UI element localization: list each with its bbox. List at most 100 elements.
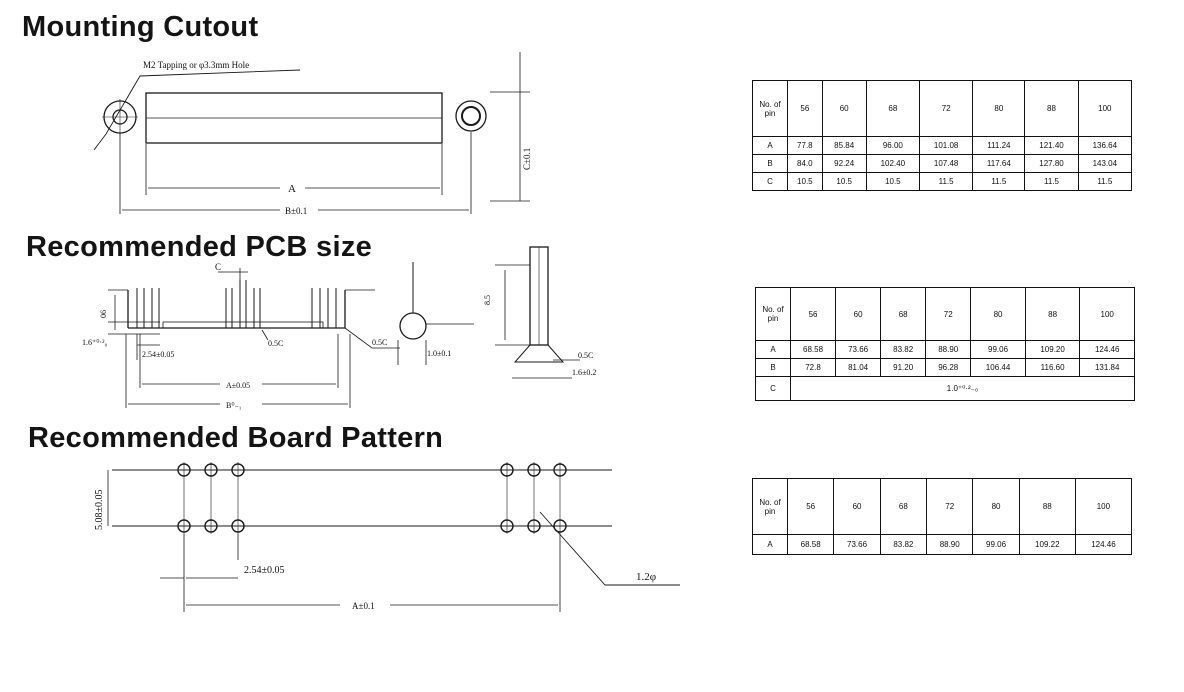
table-header-cell: 88 (1018, 478, 1076, 535)
table-cell: 83.82 (880, 340, 927, 359)
table-cell: 85.84 (821, 136, 867, 155)
table-cell: 88.90 (925, 340, 972, 359)
table-cell: 99.06 (970, 340, 1026, 359)
table-cell: 124.46 (1079, 340, 1135, 359)
table-row: A 68.58 73.66 83.82 88.90 99.06 109.20 1… (755, 340, 1135, 359)
table-cell: 109.20 (1024, 340, 1081, 359)
pcb-dim-1-0: 1.0±0.1 (427, 349, 451, 358)
table-cell: 127.80 (1024, 154, 1079, 173)
pcb-dim-pitch: 2.54±0.05 (142, 350, 174, 359)
table-cell: 81.04 (835, 358, 882, 377)
table-cell: 72.8 (789, 358, 837, 377)
pcb-chamfer-label-2: 0.5C (372, 338, 387, 347)
table-cell: 83.82 (879, 534, 928, 555)
table-header-cell: 60 (833, 478, 881, 535)
table-cell: C (755, 376, 791, 401)
table-header-cell: 100 (1077, 80, 1133, 137)
table-cell: 68.58 (786, 534, 835, 555)
board-pattern-holes (177, 463, 567, 533)
table-cell: B (752, 154, 788, 173)
table-row: C 1.0⁺⁰·²₋₀ (755, 376, 1135, 401)
table-cell: 11.5 (1077, 172, 1133, 191)
table-header-cell: 56 (787, 80, 823, 137)
table-cell: 10.5 (865, 172, 921, 191)
pattern-dim-row: 5.08±0.05 (94, 490, 105, 531)
table-row: B 84.0 92.24 102.40 107.48 117.64 127.80… (752, 154, 1133, 173)
table-row: A 68.58 73.66 83.82 88.90 99.06 109.22 1… (752, 534, 1133, 555)
mounting-label-c: C±0.1 (522, 148, 532, 170)
right-mount-hole-icon (455, 100, 487, 132)
pcb-label-b: B⁰₋₁ (226, 401, 242, 410)
table-cell: 131.84 (1079, 358, 1135, 377)
table-header-cell: 56 (786, 478, 835, 535)
pcb-dim-8-5: 8.5 (483, 295, 492, 305)
pcb-chamfer-label-3: 0.5C (578, 351, 593, 360)
table-cell: 11.5 (972, 172, 1026, 191)
table-header-row: No. of pin 56 60 68 72 80 88 100 (752, 478, 1133, 535)
table-cell: 96.28 (925, 358, 972, 377)
table-cell: 10.5 (787, 172, 823, 191)
pin-section-icon (399, 312, 427, 340)
mounting-dimensions-table: No. of pin 56 60 68 72 80 88 100 A 77.8 … (752, 80, 1133, 191)
table-header-cell: 80 (972, 478, 1020, 535)
mounting-note-label: M2 Tapping or φ3.3mm Hole (143, 60, 249, 70)
pattern-dim-pitch: 2.54±0.05 (244, 565, 285, 576)
pcb-dim-1-6: 1.6±0.2 (572, 368, 596, 377)
mounting-cutout-drawing (93, 52, 530, 214)
table-header-cell: 68 (880, 287, 927, 341)
table-cell: 92.24 (821, 154, 867, 173)
table-cell: 106.44 (970, 358, 1026, 377)
table-cell: 111.24 (972, 136, 1026, 155)
table-cell: 117.64 (972, 154, 1026, 173)
pattern-dim-a: A±0.1 (352, 601, 375, 611)
mounting-label-b: B±0.1 (285, 206, 307, 216)
table-cell: 109.22 (1018, 534, 1076, 555)
table-cell: 102.40 (865, 154, 921, 173)
table-cell: 73.66 (833, 534, 881, 555)
table-header-cell: 88 (1024, 80, 1079, 137)
table-header-cell: 68 (865, 80, 921, 137)
table-cell: 107.48 (918, 154, 974, 173)
table-header-cell: 72 (918, 80, 974, 137)
pattern-dimensions-table: No. of pin 56 60 68 72 80 88 100 A 68.58… (752, 478, 1133, 555)
table-header-cell: 56 (789, 287, 837, 341)
table-header-row: No. of pin 56 60 68 72 80 88 100 (755, 287, 1135, 341)
table-cell: 11.5 (918, 172, 974, 191)
table-header-cell: 72 (926, 478, 974, 535)
table-header-cell: 72 (925, 287, 972, 341)
board-pattern-drawing (107, 462, 680, 612)
table-row: A 77.8 85.84 96.00 101.08 111.24 121.40 … (752, 136, 1133, 155)
table-header-row: No. of pin 56 60 68 72 80 88 100 (752, 80, 1133, 137)
pcb-dim-thickness: 1.6⁺⁰·²₀ (82, 338, 107, 347)
table-header-cell: 68 (879, 478, 928, 535)
pcb-size-title: Recommended PCB size (26, 231, 373, 263)
table-cell-merged: 1.0⁺⁰·²₋₀ (790, 376, 1135, 401)
table-cell: 99.06 (972, 534, 1020, 555)
table-cell: 143.04 (1077, 154, 1133, 173)
table-header-cell: 100 (1074, 478, 1133, 535)
table-cell: 73.66 (835, 340, 882, 359)
table-cell: 88.90 (926, 534, 974, 555)
table-cell: 101.08 (918, 136, 974, 155)
table-header-cell: No. of pin (755, 287, 791, 341)
pattern-dim-hole: 1.2φ (636, 571, 656, 583)
table-header-cell: 80 (970, 287, 1026, 341)
table-row: C 10.5 10.5 10.5 11.5 11.5 11.5 11.5 (752, 172, 1133, 191)
table-row: B 72.8 81.04 91.20 96.28 106.44 116.60 1… (755, 358, 1135, 377)
table-cell: 124.46 (1074, 534, 1133, 555)
table-cell: 77.8 (787, 136, 823, 155)
table-cell: A (755, 340, 791, 359)
table-header-cell: No. of pin (752, 80, 788, 137)
table-cell: 10.5 (821, 172, 867, 191)
pcb-label-c: C (215, 262, 221, 272)
table-cell: 121.40 (1024, 136, 1079, 155)
table-cell: C (752, 172, 788, 191)
table-cell: 84.0 (787, 154, 823, 173)
table-header-cell: 100 (1079, 287, 1135, 341)
table-header-cell: 60 (835, 287, 882, 341)
table-cell: A (752, 136, 788, 155)
table-cell: 116.60 (1024, 358, 1081, 377)
pcb-size-drawing (108, 246, 580, 408)
table-cell: B (755, 358, 791, 377)
